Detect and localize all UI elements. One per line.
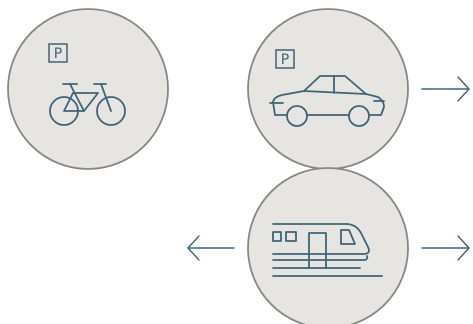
bike-parking-circle [7,8,169,170]
arrow-left-icon [187,235,235,261]
arrow-right-icon [421,76,470,102]
parking-sign-box [48,43,68,63]
parking-sign-label: P [281,52,289,68]
car-parking-node: P [247,8,409,170]
bike-parking-node: P [7,8,169,170]
parking-sign-label: P [54,46,62,62]
bicycle-icon [49,83,126,126]
arrow-right-icon [421,235,470,261]
parking-sign-box [275,49,295,69]
train-node [247,167,409,324]
train-icon [272,223,383,277]
car-parking-circle [247,8,409,170]
bike-parking-sign: P [48,43,68,63]
train-circle [247,167,409,324]
car-icon [269,75,385,127]
car-parking-sign: P [275,49,295,69]
